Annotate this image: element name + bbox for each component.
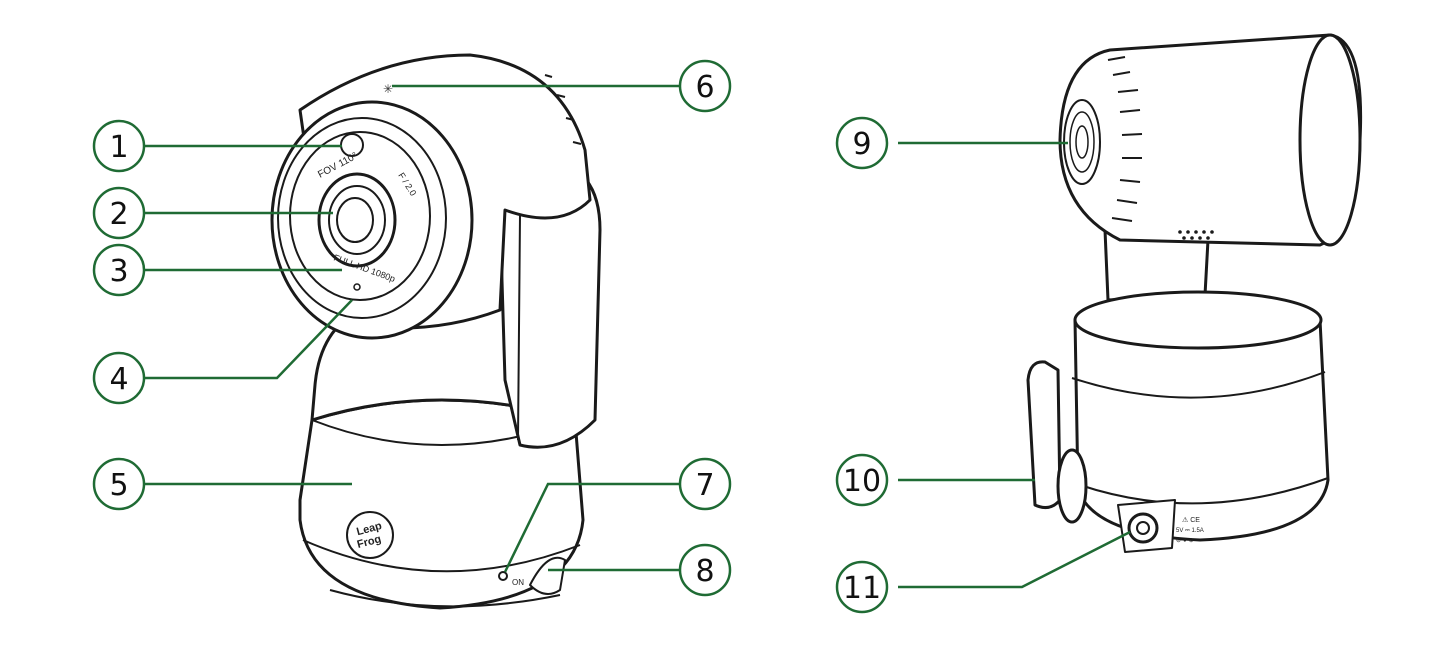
rear-base-band <box>1071 371 1326 399</box>
front-lens-core <box>336 197 374 243</box>
front-base-foot <box>329 589 561 608</box>
callout-circle-10 <box>835 453 889 507</box>
rear-head-end-cap <box>1298 33 1362 247</box>
callout-number-4: 4 <box>109 362 128 397</box>
rear-speaker-grille-lines <box>1069 111 1095 173</box>
callout-circle-3 <box>92 243 146 297</box>
callout-circle-6 <box>678 59 732 113</box>
rear-power-port-inner <box>1136 521 1150 535</box>
rear-antenna-hinge <box>1056 448 1088 524</box>
leader-line-7 <box>503 482 680 573</box>
rear-head-cylinder <box>1058 33 1363 247</box>
front-head-ribs <box>544 74 582 145</box>
callout-circle-7 <box>678 457 732 511</box>
callout-number-11: 11 <box>843 571 881 606</box>
callout-circle-11 <box>835 560 889 614</box>
rear-base-bottom-band <box>1079 477 1329 505</box>
front-status-led-icon: ✳ <box>383 82 393 96</box>
callout-circle-8 <box>678 543 732 597</box>
callout-number-8: 8 <box>695 554 714 589</box>
rear-antenna <box>1026 360 1062 510</box>
rear-bottom-dots <box>1178 230 1214 240</box>
rear-camera-illustration <box>1026 33 1363 553</box>
callout-circle-2 <box>92 186 146 240</box>
callout-circle-4 <box>92 351 146 405</box>
rear-vent-slots <box>1107 56 1143 222</box>
callout-circles <box>92 59 889 614</box>
front-head-face-ring <box>277 117 447 319</box>
leapfrog-logo-badge <box>346 511 394 559</box>
rear-rating-line2: 5V ⎓ 1.5A <box>1176 528 1204 534</box>
callout-number-7: 7 <box>695 468 714 503</box>
front-base-bottom-band <box>302 539 581 573</box>
callout-leader-lines <box>145 84 1131 589</box>
front-microphone-hole <box>353 283 361 291</box>
leader-line-11 <box>898 530 1131 589</box>
callout-number-1: 1 <box>109 130 128 165</box>
callout-number-3: 3 <box>109 254 128 289</box>
power-switch-label: ON <box>512 578 524 587</box>
callout-numbers: 1 2 3 4 5 6 7 8 9 10 11 <box>109 70 881 606</box>
front-head-face-ring-2 <box>289 131 431 301</box>
front-power-switch <box>529 556 566 595</box>
front-reset-hole <box>498 571 508 581</box>
rear-rating-line3: ⊖-●-⊕ <box>1176 538 1194 544</box>
callout-circle-5 <box>92 457 146 511</box>
callout-circle-9 <box>835 116 889 170</box>
callout-number-9: 9 <box>852 127 871 162</box>
callout-circle-1 <box>92 119 146 173</box>
callout-number-6: 6 <box>695 70 714 105</box>
front-camera-illustration: ✳ <box>270 53 602 610</box>
callout-number-5: 5 <box>109 468 128 503</box>
callout-number-2: 2 <box>109 197 128 232</box>
leader-line-4 <box>145 299 353 380</box>
rear-rating-line1: ⚠ CE <box>1182 516 1200 524</box>
callout-number-10: 10 <box>843 464 881 499</box>
rear-base-top <box>1073 290 1323 350</box>
